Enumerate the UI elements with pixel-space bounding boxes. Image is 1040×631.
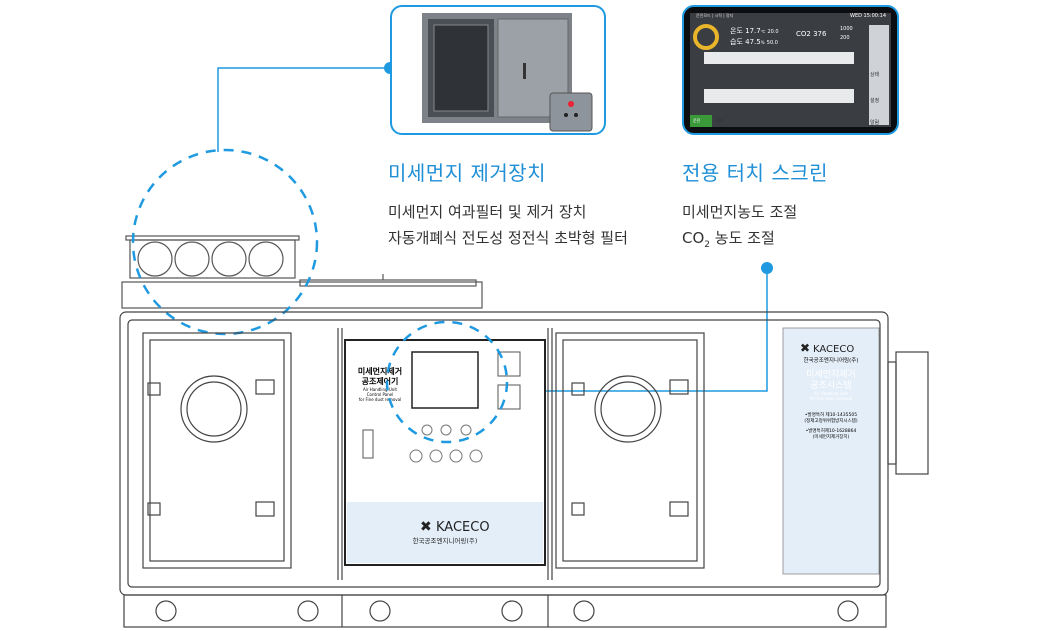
control-panel: 미세먼지제거 공조제어기 Air Handling Unit Control P… bbox=[344, 339, 546, 566]
label-text: 미세먼지제거 bbox=[358, 366, 402, 376]
description-line: CO2 농도 조절 bbox=[682, 229, 775, 250]
brand-logo-icon: ✖ bbox=[800, 341, 810, 355]
label-text: Control Panel bbox=[367, 392, 394, 397]
touch-screen-description: 미세먼지농도 조절 CO2 농도 조절 bbox=[682, 199, 797, 258]
zoom-circle-filter bbox=[131, 148, 319, 336]
touch-screen-photo: 운전모드 | 시작 | 정지 WED 15:00:14 온도 17.7℃ 20.… bbox=[682, 5, 899, 135]
screen-run-tab: 운전 bbox=[693, 118, 701, 123]
screen-readings: 온도 17.7℃ 20.0 습도 47.5% 50.0 bbox=[730, 27, 779, 46]
filter-device-title: 미세먼지 제거장치 bbox=[388, 161, 547, 185]
label-text: 한국공조엔지니어링(주) bbox=[413, 536, 478, 545]
description-line: 미세먼지농도 조절 bbox=[682, 203, 798, 221]
label-text: 미세먼지제거 bbox=[806, 369, 856, 380]
label-text: for Fine dust removal bbox=[810, 396, 852, 401]
connector-dot-right bbox=[761, 262, 773, 274]
label-panel: ✖ KACECO 한국공조엔지니어링(주) 미세먼지제거 공조시스템 Air H… bbox=[782, 327, 880, 575]
label-text: •발명특허제10-1628864 bbox=[806, 427, 857, 434]
touch-screen-title: 전용 터치 스크린 bbox=[682, 161, 829, 185]
description-line: 미세먼지 여과필터 및 제거 장치 bbox=[388, 203, 587, 221]
label-text: 공조제어기 bbox=[362, 376, 399, 386]
screen-top-tabs: 운전모드 | 시작 | 정지 bbox=[696, 13, 734, 18]
label-text: for Fine dust removal bbox=[359, 397, 401, 402]
touch-screen-outline bbox=[411, 351, 479, 409]
cabinet bbox=[119, 311, 929, 628]
screen-co2: CO2 376 bbox=[796, 30, 827, 38]
label-text: (미세먼지제거장치) bbox=[813, 433, 850, 440]
zoom-circle-panel bbox=[385, 320, 509, 444]
screen-time: WED 15:00:14 bbox=[850, 13, 886, 19]
label-text: Air Handling Unit bbox=[363, 387, 397, 392]
screen-settings-button: 설정 bbox=[870, 98, 880, 104]
label-text: KACECO bbox=[436, 520, 490, 535]
filter-device-description: 미세먼지 여과필터 및 제거 장치 자동개폐식 전도성 정전식 초박형 필터 bbox=[388, 199, 628, 251]
screen-stop-tab: 정지 bbox=[716, 118, 724, 123]
screen-status-button: 상태 bbox=[870, 72, 880, 78]
filter-device-photo bbox=[390, 5, 606, 135]
description-line: 자동개폐식 전도성 정전식 초박형 필터 bbox=[388, 229, 628, 247]
label-text: Air Handling Unit bbox=[814, 391, 848, 396]
screen-alarm-button: 알람 bbox=[870, 120, 880, 126]
brand-logo-icon: ✖ bbox=[420, 519, 432, 535]
fan-filter-unit bbox=[121, 235, 483, 309]
label-text: 공조시스템 bbox=[810, 379, 851, 391]
label-text: (정제고정위위험방지시스템) bbox=[804, 417, 857, 424]
connector-line-left bbox=[217, 67, 390, 152]
label-text: KACECO bbox=[813, 344, 854, 355]
label-text: 한국공조엔지니어링(주) bbox=[804, 356, 859, 364]
label-text: •발명특허 제10-1435505 bbox=[805, 411, 857, 418]
connector-line-right bbox=[513, 268, 768, 392]
